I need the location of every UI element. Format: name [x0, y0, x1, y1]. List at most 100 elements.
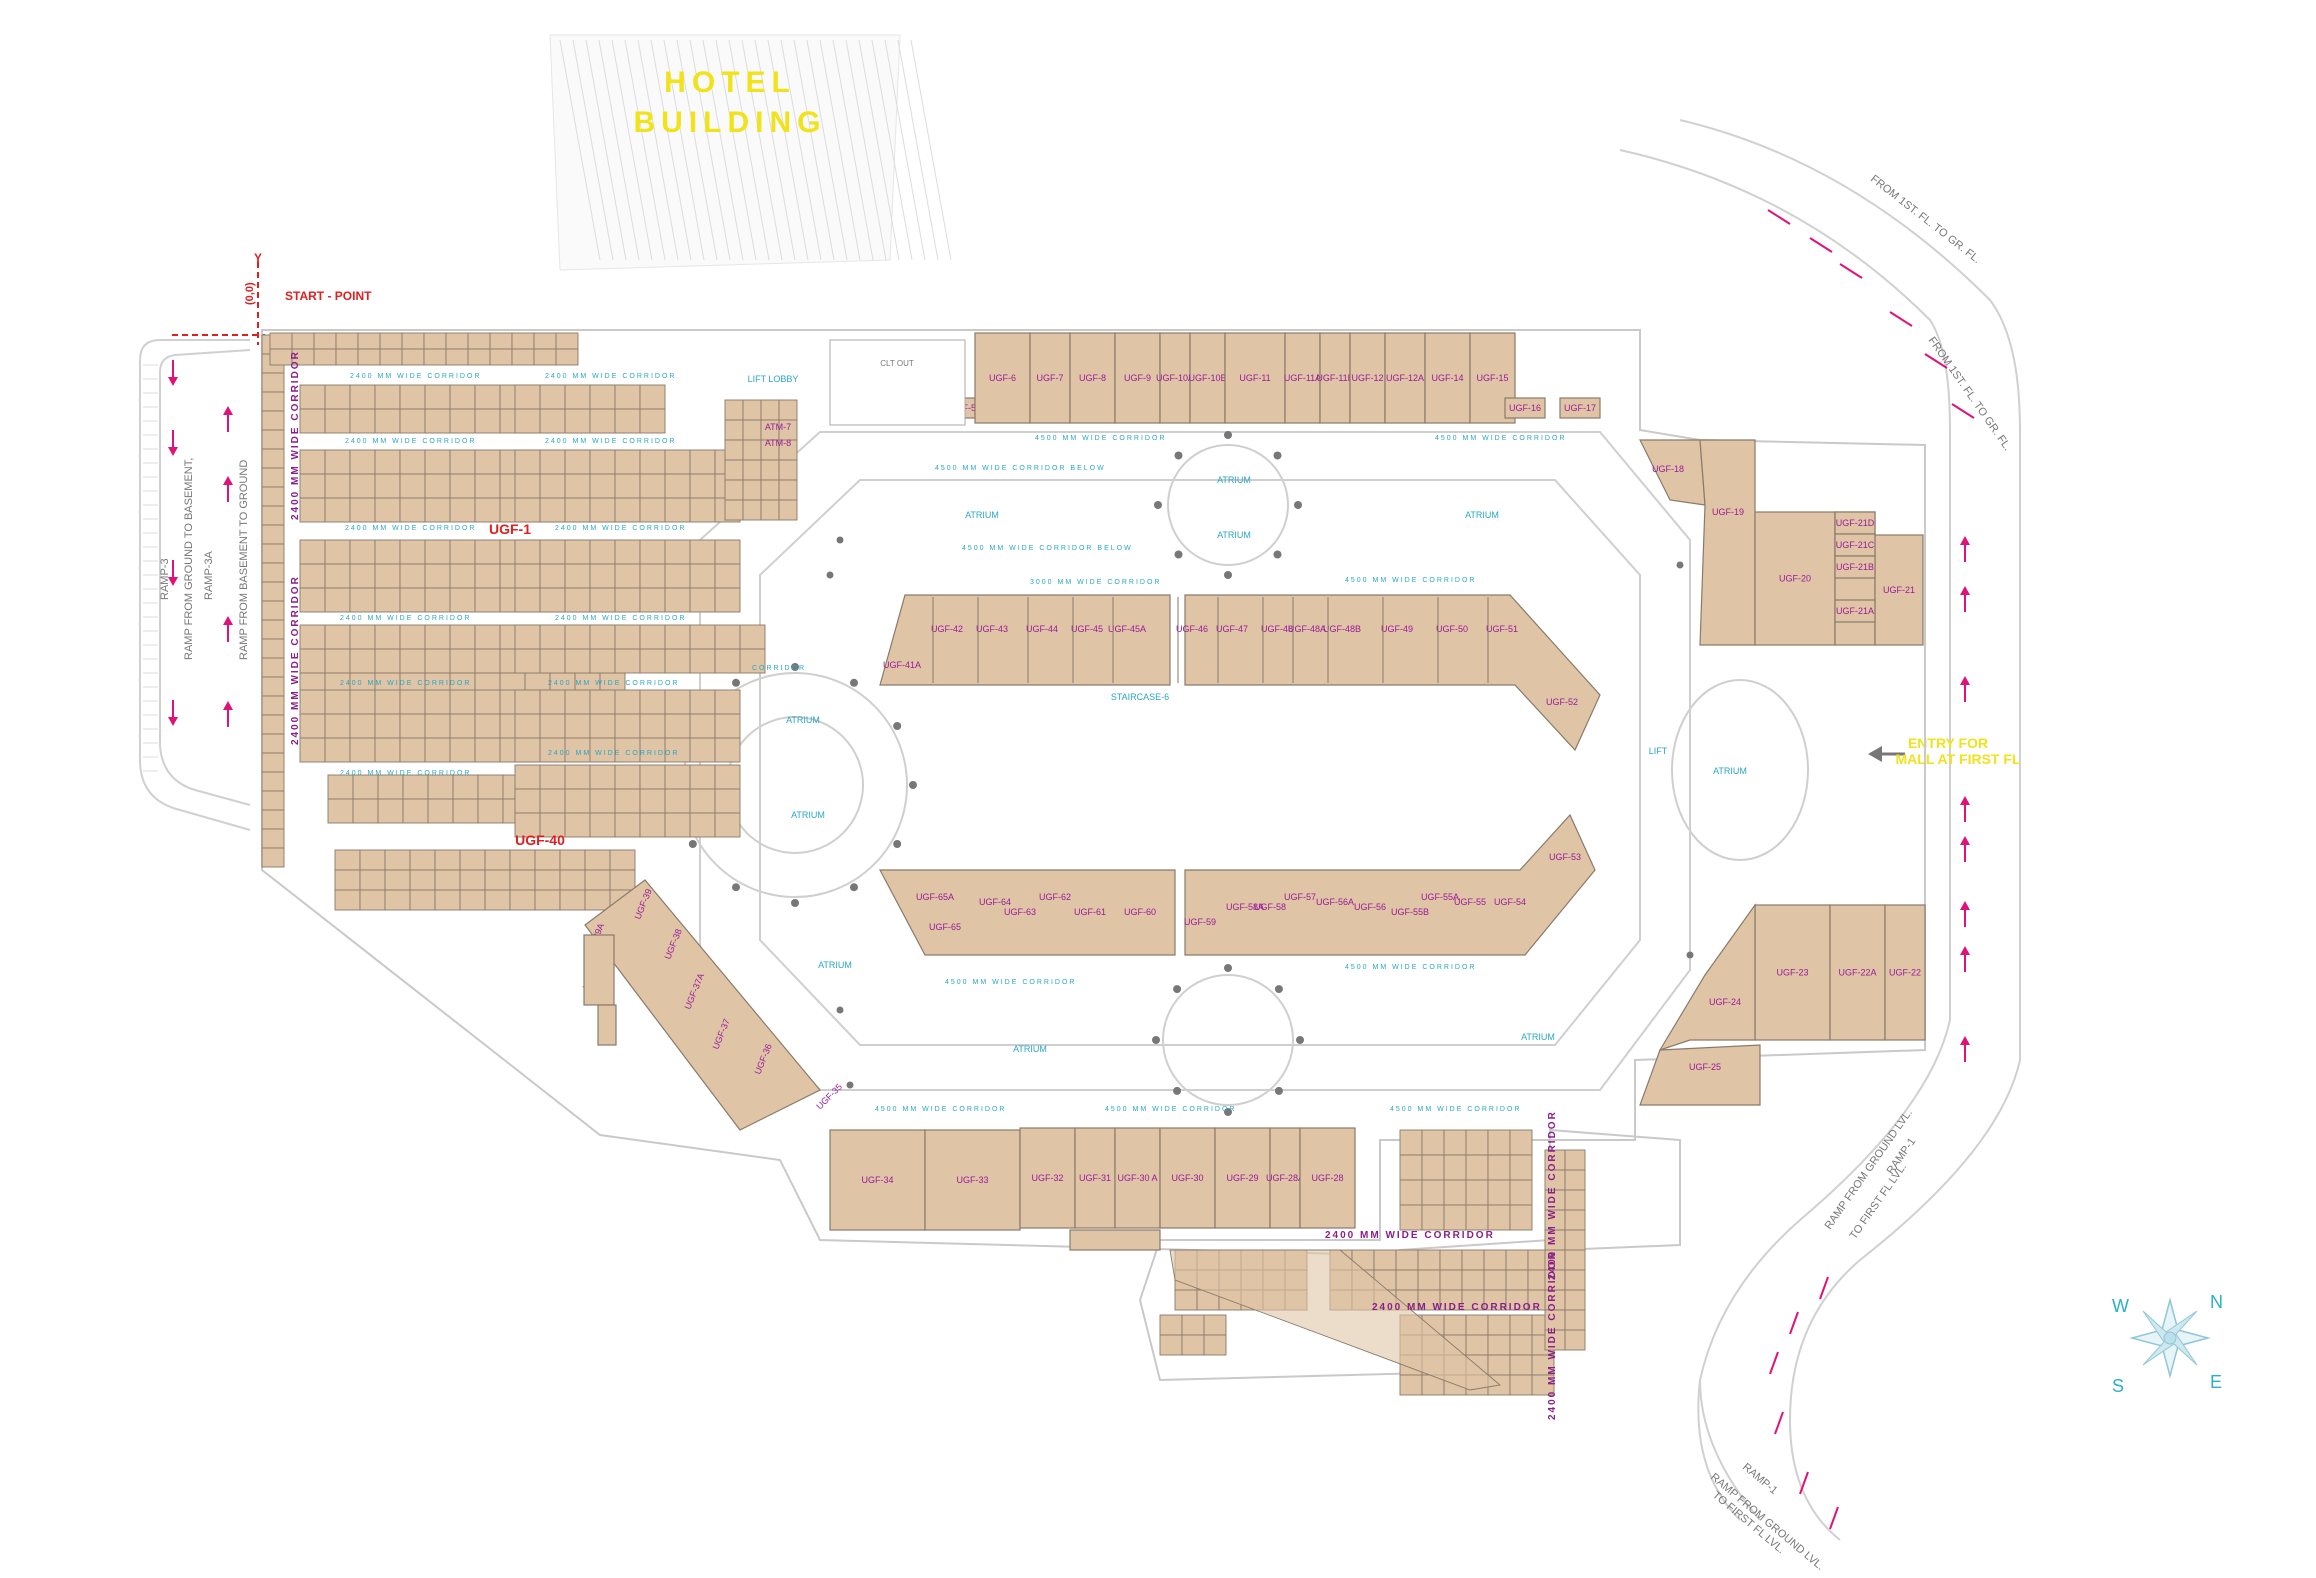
small-shop-unit: [1564, 1289, 1586, 1311]
small-shop-unit: [401, 332, 425, 350]
small-shop-unit: [1181, 1334, 1205, 1356]
small-shop-unit: [449, 449, 476, 475]
small-shop-unit: [589, 563, 616, 589]
corridor-label: 4500 MM WIDE CORRIDOR: [1435, 435, 1566, 442]
small-shop-unit: [555, 332, 579, 350]
small-shop-unit: [1505, 1249, 1529, 1271]
small-shop-unit: [261, 600, 285, 621]
small-shop-unit: [1564, 1169, 1586, 1191]
shop-unit: UGF-16: [1504, 397, 1546, 419]
atrium-label: ATRIUM: [791, 810, 825, 820]
shop-label: UGF-22: [1889, 968, 1921, 978]
shop-unit: UGF-31: [1074, 1127, 1116, 1229]
small-shop-unit: [1564, 1309, 1586, 1331]
small-shop-unit: [724, 479, 744, 501]
small-shop-unit: [261, 695, 285, 716]
small-shop-unit: [423, 332, 447, 350]
shop-label: UGF-60: [1124, 907, 1156, 917]
small-shop-unit: [589, 587, 616, 613]
small-shop-unit: [474, 624, 501, 650]
small-shop-unit: [614, 689, 641, 715]
small-shop-unit: [1439, 1249, 1463, 1271]
shop-label: UGF-32: [1031, 1173, 1063, 1183]
small-shop-unit: [467, 332, 491, 350]
atrium-label: ATRIUM: [1713, 766, 1747, 776]
small-shop-unit: [349, 449, 376, 475]
small-shop-unit: [664, 812, 691, 838]
small-shop-unit: [261, 714, 285, 735]
ramp3-label: RAMP-3: [159, 558, 171, 600]
small-shop-unit: [539, 384, 566, 410]
small-shop-unit: [514, 812, 541, 838]
small-shop-unit: [760, 459, 780, 481]
shop-label: UGF-43: [976, 624, 1008, 634]
small-shop-unit: [261, 733, 285, 754]
small-shop-unit: [514, 449, 541, 475]
small-shop-unit: [261, 809, 285, 830]
corridor-labels: 2400 MM WIDE CORRIDOR 2400 MM WIDE CORRI…: [290, 350, 1566, 1420]
shop-unit: UGF-21: [1874, 534, 1924, 646]
corridor-label: 2400 MM WIDE CORRIDOR: [340, 770, 471, 777]
small-shop-unit: [299, 497, 326, 523]
small-shop-unit: [1465, 1129, 1489, 1156]
small-shop-unit: [334, 869, 361, 891]
small-shop-unit: [664, 449, 691, 475]
small-shop-unit: [724, 459, 744, 481]
shop-unit: UGF-8: [1069, 332, 1116, 424]
svg-text:UGF-24: UGF-24: [1709, 997, 1741, 1007]
shop-label: UGF-11A: [1284, 373, 1321, 383]
small-shop-unit: [424, 449, 451, 475]
small-shop-unit: [449, 737, 476, 763]
shop-label: UGF-30: [1171, 1173, 1203, 1183]
small-shop-unit: [427, 798, 454, 824]
small-shop-unit: [359, 889, 386, 911]
shop-label: UGF-42: [931, 624, 963, 634]
small-shop-unit: [374, 449, 401, 475]
small-shop-unit: [374, 737, 401, 763]
sw-block: [584, 879, 821, 1131]
small-shop-unit: [1564, 1269, 1586, 1291]
shop-label: UGF-49: [1381, 624, 1413, 634]
small-shop-unit: [514, 648, 541, 674]
inner-corridor-loop: [699, 431, 1691, 1091]
small-shop-unit: [1509, 1179, 1533, 1206]
left-ramp: RAMP-3 RAMP-3A RAMP FROM GROUND TO BASEM…: [139, 339, 251, 831]
small-shop-unit: [349, 539, 376, 565]
shop-unit: UGF-18: [1639, 439, 1706, 506]
compass-south: S: [2112, 1376, 2124, 1396]
small-shop-unit: [261, 657, 285, 678]
small-shop-unit: [689, 689, 716, 715]
small-shop-unit: [1417, 1249, 1441, 1271]
small-shop-unit: [509, 849, 536, 871]
small-shop-unit: [689, 737, 716, 763]
small-shop-unit: [742, 459, 762, 481]
small-shop-unit: [760, 399, 780, 421]
small-shop-unit: [714, 713, 741, 739]
small-shop-unit: [664, 563, 691, 589]
shop-unit: UGF-11A: [1284, 332, 1321, 424]
small-shop-unit: [261, 771, 285, 792]
shop-unit: UGF-30 A: [1114, 1127, 1161, 1229]
small-shop-unit: [374, 563, 401, 589]
small-shop-unit: [489, 348, 513, 366]
small-shop-unit: [664, 539, 691, 565]
small-shop-unit: [614, 587, 641, 613]
small-shop-unit: [589, 788, 616, 814]
small-shop-unit: [1421, 1204, 1445, 1231]
corridor-label-vertical: 2400 MM WIDE CORRIDOR: [1547, 1110, 1558, 1280]
small-shop-unit: [459, 869, 486, 891]
y-axis-label: Y: [254, 251, 262, 265]
corridor-label: 4500 MM WIDE CORRIDOR BELOW: [935, 465, 1106, 472]
small-shop-unit: [445, 348, 469, 366]
entry-label-line1: ENTRY FOR: [1908, 735, 1988, 751]
small-shop-unit: [484, 849, 511, 871]
small-shop-unit: [1505, 1269, 1529, 1291]
small-shop-unit: [449, 587, 476, 613]
ramp-ground-to-basement-label: RAMP FROM GROUND TO BASEMENT,: [183, 458, 195, 660]
small-shop-unit: [742, 399, 762, 421]
small-shop-unit: [514, 713, 541, 739]
small-shop-unit: [474, 539, 501, 565]
small-shop-unit: [474, 648, 501, 674]
left-small-shop-grid: [261, 332, 798, 911]
small-shop-unit: [539, 539, 566, 565]
